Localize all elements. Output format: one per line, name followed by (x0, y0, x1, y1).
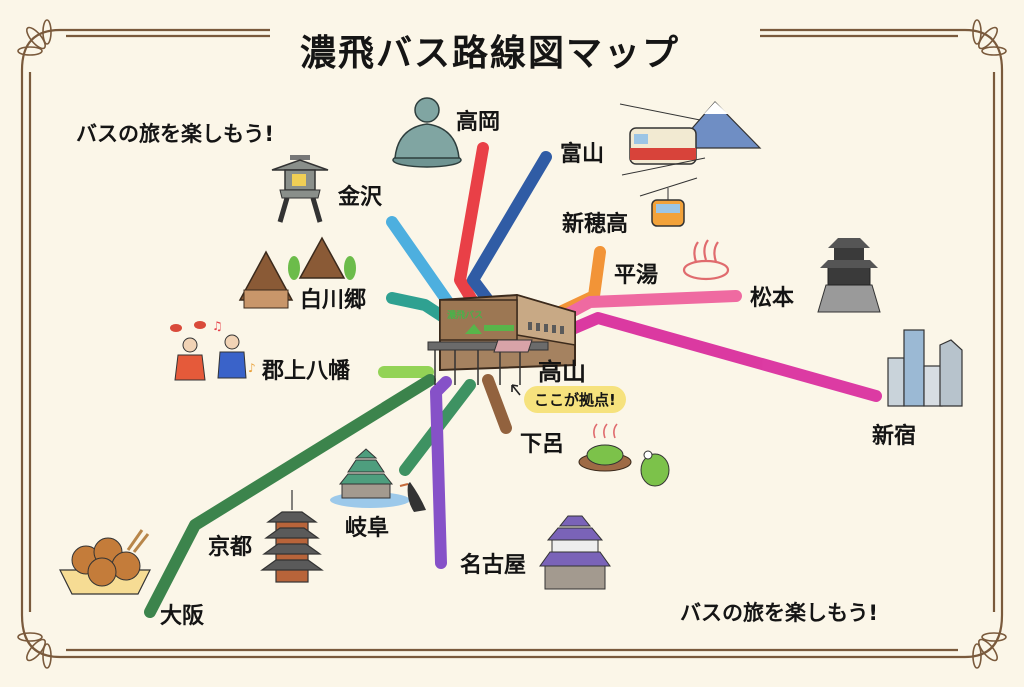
svg-text:♪: ♪ (248, 361, 256, 375)
stone-lantern-icon (271, 155, 329, 223)
destination-shinhotaka[interactable]: 新穂高 (556, 214, 637, 241)
slogan-top: バスの旅を楽しもう! (66, 118, 282, 154)
destination-toyama[interactable]: 富山 (554, 144, 613, 171)
destination-takaoka[interactable]: 高岡 (450, 112, 509, 139)
train-mountain-icon (619, 101, 762, 176)
page-title: 濃飛バス路線図マップ (284, 24, 691, 84)
hub-callout: ここが拠点! (524, 386, 626, 413)
bus-sign-text: 濃飛バス (447, 309, 483, 321)
destination-shirakawago[interactable]: 白川郷 (294, 290, 375, 317)
leaf-ornament-icons (17, 19, 1007, 669)
route-toyama[interactable] (467, 151, 552, 306)
destination-gifu[interactable]: 岐阜 (339, 518, 398, 545)
svg-text:♫: ♫ (212, 319, 223, 333)
destination-hirayu[interactable]: 平湯 (608, 265, 667, 292)
frog-onsen-icon (578, 423, 670, 487)
pagoda-icon (260, 490, 324, 583)
hub-takayama[interactable]: 高山 (538, 358, 586, 386)
destination-kyoto[interactable]: 京都 (202, 537, 261, 564)
route-shinjuku[interactable] (564, 312, 882, 402)
destination-gero[interactable]: 下呂 (514, 434, 573, 461)
dancers-icon: ♫ ♪ (170, 319, 256, 381)
title-text: 濃飛バス路線図マップ (300, 33, 681, 74)
callout-arrow-icon (511, 384, 521, 396)
route-takaoka[interactable] (454, 142, 489, 306)
destination-nagoya[interactable]: 名古屋 (454, 555, 535, 582)
ropeway-gondola-icon (639, 177, 698, 227)
hot-spring-icon (682, 239, 730, 281)
route-osaka[interactable] (144, 374, 436, 618)
gifu-castle-cormorant-icon (330, 448, 426, 512)
nagoya-castle-icon (539, 515, 611, 590)
slogan-bottom: バスの旅を楽しもう! (670, 597, 886, 633)
route-gero[interactable] (482, 374, 512, 434)
takoyaki-icon (59, 529, 151, 595)
destination-osaka[interactable]: 大阪 (154, 606, 213, 633)
destination-matsumoto[interactable]: 松本 (744, 288, 803, 315)
skyscrapers-icon (887, 329, 963, 407)
great-buddha-icon (392, 97, 462, 168)
destination-shinjuku[interactable]: 新宿 (866, 426, 925, 453)
destination-kanazawa[interactable]: 金沢 (332, 187, 391, 214)
route-kanazawa[interactable] (386, 216, 456, 311)
gassho-house-icon (238, 236, 356, 309)
destination-gujohachiman[interactable]: 郡上八幡 (256, 361, 359, 388)
route-nagoya[interactable] (430, 376, 452, 569)
matsumoto-castle-icon (817, 238, 881, 313)
